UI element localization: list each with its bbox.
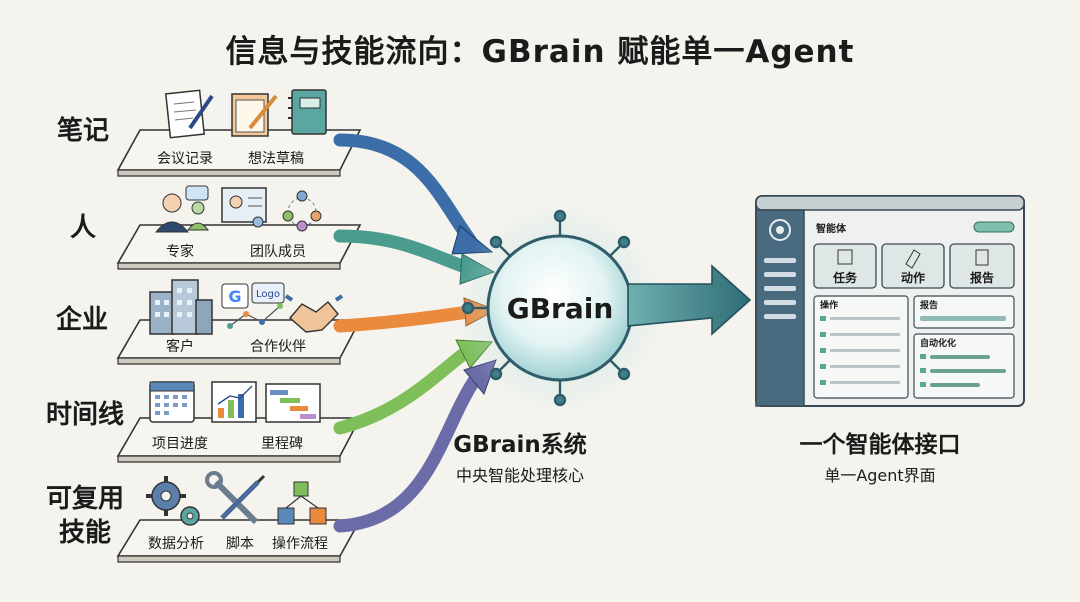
notepad-pencil-icon <box>231 93 278 137</box>
team-network-icon <box>282 190 322 232</box>
gbrain-node-label: GBrain <box>507 292 614 325</box>
category-label-enterprise: 企业 <box>55 305 108 335</box>
item-idea-drafts: 想法草稿 <box>248 151 304 167</box>
id-card-icon <box>221 187 267 228</box>
panel-automation: 自动化化 <box>913 333 1015 399</box>
gantt-chart-icon <box>265 383 321 423</box>
panel-operations-title: 操作 <box>820 299 838 311</box>
workflow-blocks-icon <box>277 481 327 525</box>
agent-app-name: 智能体 <box>816 222 847 235</box>
logo-badge-icon: Logo <box>251 282 285 304</box>
calendar-check-icon <box>837 249 853 265</box>
agent-button-actions[interactable]: 动作 <box>881 243 945 289</box>
item-partners: 合作伙伴 <box>250 339 306 355</box>
category-label-timeline: 时间线 <box>45 400 124 430</box>
item-milestones: 里程碑 <box>261 436 303 452</box>
agent-button-tasks-label: 任务 <box>832 270 858 285</box>
diagram-title: 信息与技能流向：GBrain 赋能单一Agent <box>225 34 855 70</box>
item-customers: 客户 <box>166 339 194 355</box>
tray-people <box>116 224 362 270</box>
tray-timeline <box>116 417 362 463</box>
item-meeting-notes: 会议记录 <box>157 151 213 167</box>
agent-ui-window: 智能体 任务 动作 报告 操作 报告 <box>755 195 1025 407</box>
agent-button-reports-label: 报告 <box>970 270 994 285</box>
document-pen-icon <box>164 89 214 139</box>
gears-icon <box>146 476 200 526</box>
item-project-progress: 项目进度 <box>152 436 208 452</box>
item-team-members: 团队成员 <box>250 244 306 260</box>
category-label-skills: 可复用 技能 <box>40 482 130 550</box>
agent-button-tasks[interactable]: 任务 <box>813 243 877 289</box>
agent-interface-title: 一个智能体接口 <box>799 432 961 458</box>
item-experts: 专家 <box>166 244 194 260</box>
sidebar-nav-items <box>764 258 796 319</box>
google-logo-text: G <box>228 287 241 306</box>
report-doc-icon <box>975 249 989 266</box>
panel-reports: 报告 <box>913 295 1015 329</box>
gbrain-system-subtitle: 中央智能处理核心 <box>455 466 584 485</box>
agent-button-reports[interactable]: 报告 <box>949 243 1015 289</box>
agent-interface-subtitle: 单一Agent界面 <box>824 466 936 485</box>
panel-operations: 操作 <box>813 295 909 399</box>
category-label-skills-line1: 可复用 <box>45 484 124 514</box>
tray-notes <box>116 129 362 177</box>
calendar-icon <box>149 381 195 423</box>
rocket-icon <box>905 249 921 269</box>
panel-reports-title: 报告 <box>920 299 938 311</box>
handshake-icon <box>284 294 344 333</box>
building-icon <box>149 279 213 335</box>
logo-badge-text: Logo <box>256 289 280 300</box>
item-data-analysis: 数据分析 <box>148 536 204 552</box>
output-arrow <box>627 264 752 336</box>
bar-chart-icon <box>211 381 257 423</box>
agent-logo-icon <box>769 219 791 241</box>
expert-person-icon <box>154 185 209 233</box>
wrench-screwdriver-icon <box>205 471 266 525</box>
agent-status-pill <box>973 221 1015 233</box>
network-graph-icon <box>227 303 283 329</box>
item-workflows: 操作流程 <box>272 536 328 552</box>
notebook-icon <box>288 89 327 135</box>
category-label-people: 人 <box>69 213 96 243</box>
category-label-skills-line2: 技能 <box>58 518 111 548</box>
tray-skills <box>116 519 362 563</box>
google-logo-icon: G <box>221 283 249 309</box>
agent-button-actions-label: 动作 <box>901 270 925 285</box>
item-scripts: 脚本 <box>226 536 254 552</box>
panel-automation-title: 自动化化 <box>920 337 956 349</box>
gbrain-system-title: GBrain系统 <box>453 432 587 458</box>
category-label-notes: 笔记 <box>56 116 109 146</box>
gbrain-node: GBrain <box>455 203 665 413</box>
